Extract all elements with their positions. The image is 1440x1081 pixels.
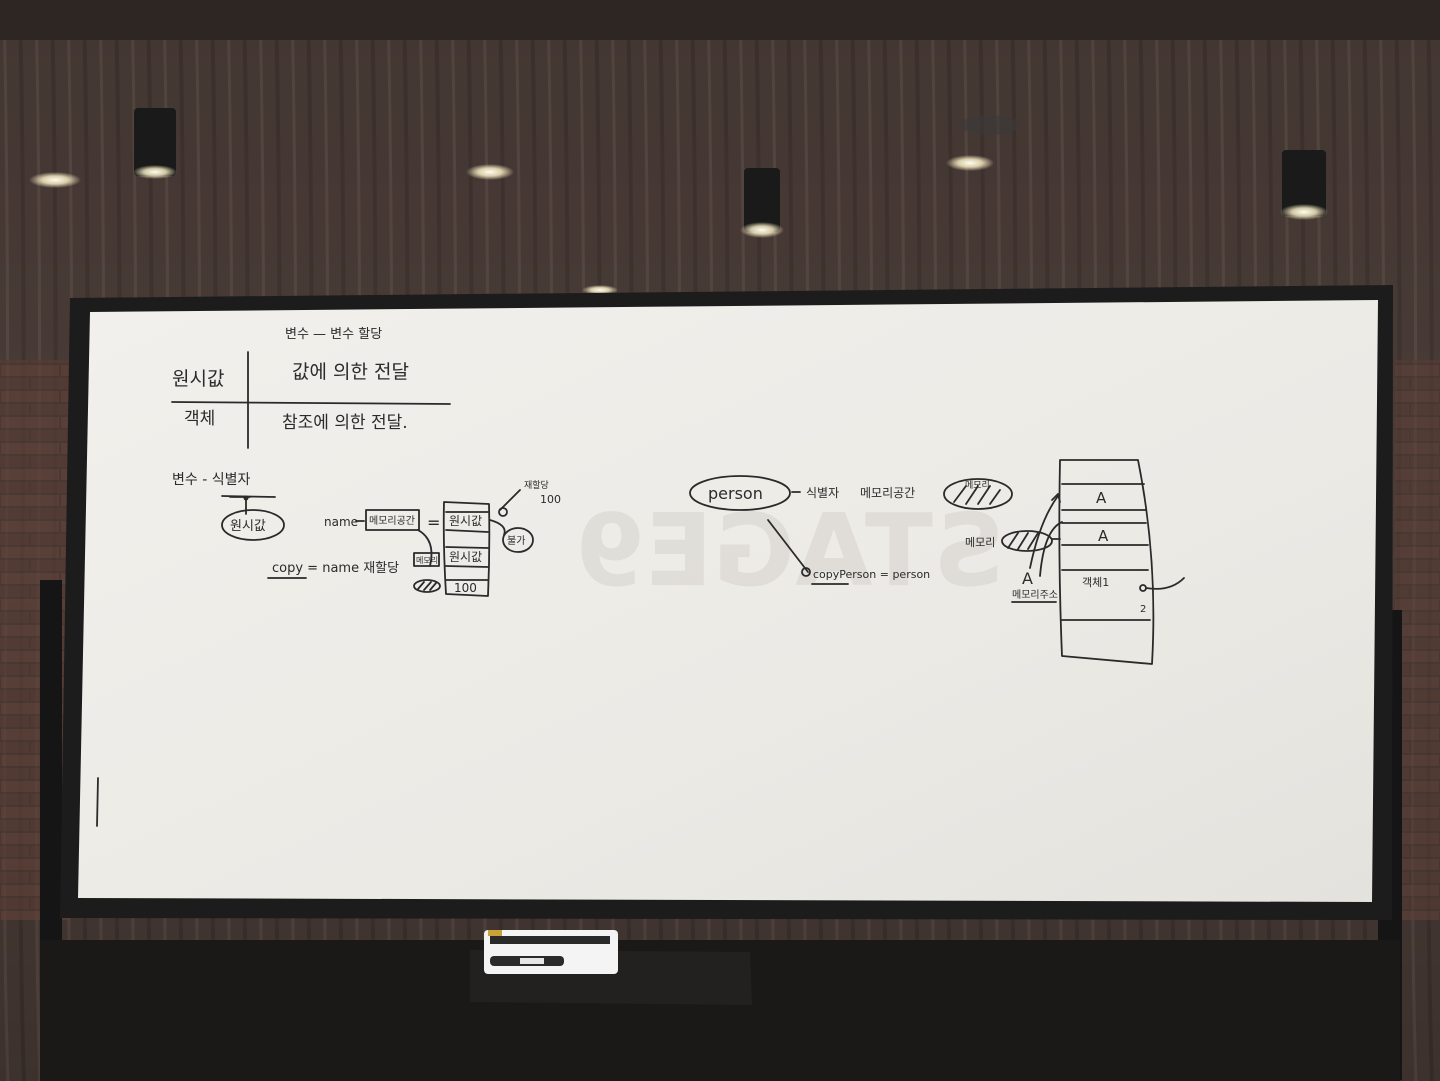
brick-wall-right <box>1395 360 1440 920</box>
impossible-note: 불가 <box>507 535 525 547</box>
table-row2-right: 참조에 의한 전달. <box>282 413 408 433</box>
stack-cell-2: 원시값 <box>449 550 482 564</box>
sign-reflection: STAGE9 <box>575 492 1005 609</box>
object-number: 2 <box>1140 604 1146 615</box>
heap-cell-A2: A <box>1098 527 1109 545</box>
name-label: name <box>324 515 358 529</box>
memory-space-label: 메모리공간 <box>860 486 915 500</box>
curtain-rail <box>0 0 1440 40</box>
comparison-table: 변수 — 변수 할당 원시값 값에 의한 전달 객체 참조에 의한 전달. <box>171 327 451 449</box>
memory-blob-label: 메모리 <box>965 480 990 491</box>
reassign-note: 재할당 <box>524 480 549 491</box>
copy-reassign-line: copy = name 재할당 <box>272 561 399 576</box>
memory-tag: 메모리 <box>416 556 438 565</box>
identifier-label: 식별자 <box>806 486 839 500</box>
primitive-diagram: 변수 - 식별자 원시값 name 메모리공간 = 원시값 원시값 100 재할… <box>172 472 561 597</box>
primitive-bubble: 원시값 <box>230 519 266 534</box>
heap-cell-A1: A <box>1096 489 1107 507</box>
object-label: 객체1 <box>1082 576 1109 589</box>
table-row1-left: 원시값 <box>172 368 224 390</box>
reference-diagram: person 식별자 메모리공간 copyPerson = person 메모리… <box>689 459 1185 665</box>
table-row2-left: 객체 <box>184 409 215 429</box>
memory-space-box: 메모리공간 <box>369 515 415 527</box>
stray-mark <box>96 777 99 827</box>
address-A: A <box>1022 569 1033 588</box>
memory-address-label: 메모리주소 <box>1012 589 1058 601</box>
eraser-brand-mark <box>488 930 502 936</box>
reassign-value: 100 <box>540 493 561 506</box>
table-row1-right: 값에 의한 전달 <box>292 361 409 383</box>
stack-cell-1: 원시값 <box>449 514 482 528</box>
diagram-title: 변수 - 식별자 <box>172 472 250 488</box>
whiteboard-surface <box>78 300 1378 902</box>
copy-person-expr: copyPerson = person <box>813 568 930 581</box>
memory-label: 메모리 <box>965 536 995 549</box>
table-header: 변수 — 변수 할당 <box>285 327 382 342</box>
ceiling-lights <box>29 108 1328 295</box>
equals-sign: = <box>427 513 440 532</box>
marker-tray <box>470 930 752 1005</box>
person-label: person <box>708 484 763 503</box>
stack-cell-3: 100 <box>454 581 477 595</box>
